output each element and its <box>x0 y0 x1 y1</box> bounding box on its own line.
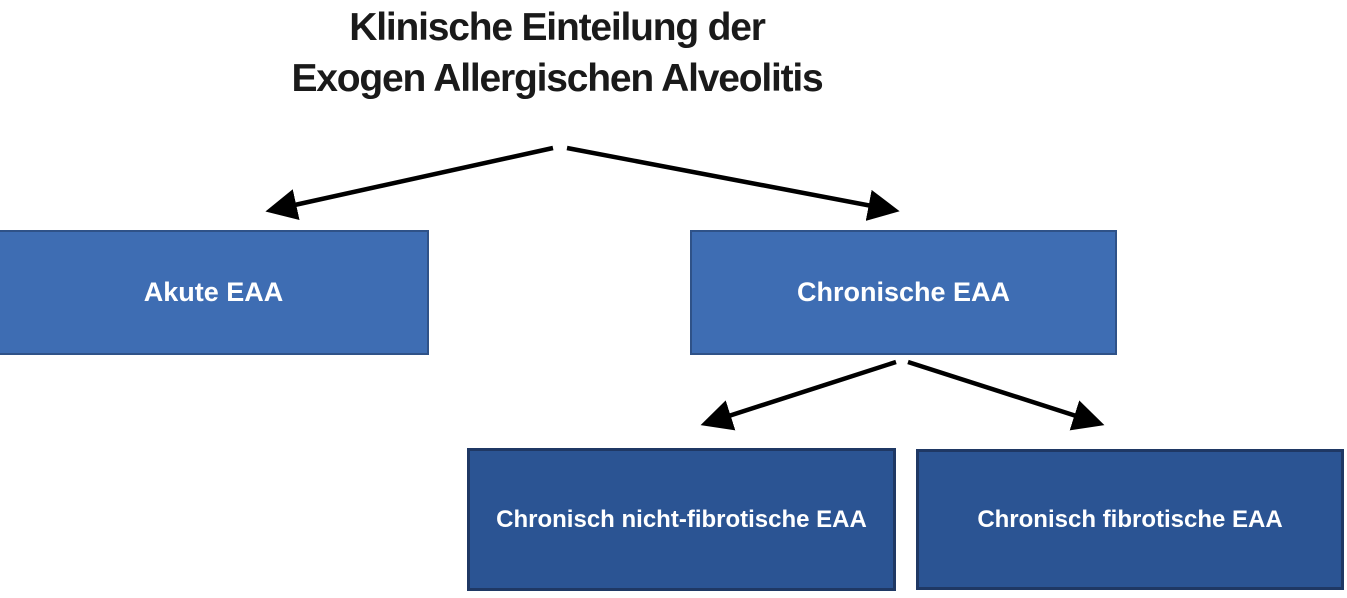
node-chronisch-nicht-fibrotische-eaa: Chronisch nicht-fibrotische EAA <box>467 448 896 591</box>
node-chronische-eaa: Chronische EAA <box>690 230 1117 355</box>
arrow-chronische-to-fibro <box>907 359 1105 431</box>
diagram-title-line2: Exogen Allergischen Alveolitis <box>291 57 823 100</box>
arrow-chronische-to-nichtfibro <box>700 359 897 431</box>
diagram-title: Klinische Einteilung der Exogen Allergis… <box>291 2 823 104</box>
node-chronische-eaa-label: Chronische EAA <box>796 277 1011 307</box>
node-chronisch-nicht-fibrotische-eaa-label: Chronisch nicht-fibrotische EAA <box>496 505 867 533</box>
arrow-title-to-akute <box>265 145 554 221</box>
node-akute-eaa: Akute EAA <box>0 230 429 355</box>
node-chronisch-fibrotische-eaa: Chronisch fibrotische EAA <box>916 449 1344 590</box>
arrow-title-to-chronische <box>566 145 900 221</box>
node-chronisch-fibrotische-eaa-label: Chronisch fibrotische EAA <box>977 505 1283 533</box>
node-akute-eaa-label: Akute EAA <box>143 277 284 307</box>
diagram-title-line1: Klinische Einteilung der <box>349 6 766 49</box>
